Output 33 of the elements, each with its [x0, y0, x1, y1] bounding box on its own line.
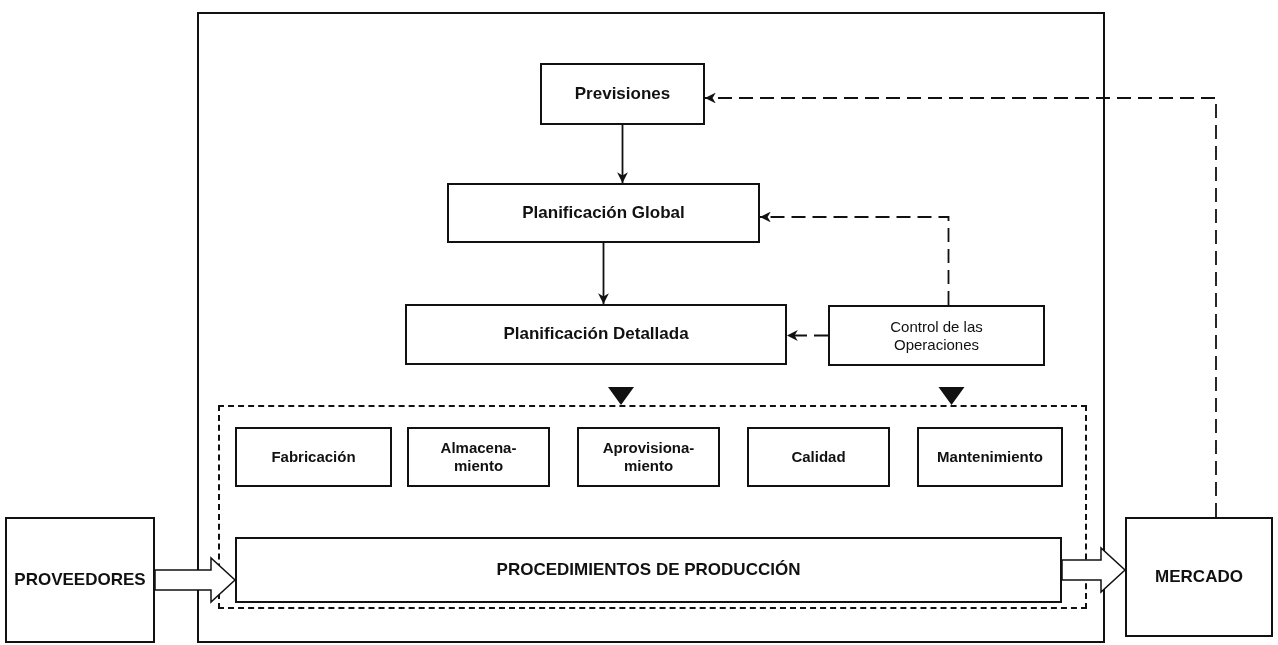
box-label: Planificación Detallada — [502, 324, 690, 345]
box-label: Control de las Operaciones — [889, 317, 984, 354]
process-box — [577, 427, 720, 487]
process-box — [747, 427, 890, 487]
arrow — [598, 242, 609, 305]
arrow — [786, 330, 829, 341]
process-box — [917, 427, 1063, 487]
process-box — [5, 517, 155, 643]
process-box — [235, 427, 392, 487]
box-label: PROCEDIMIENTOS DE PRODUCCIÓN — [495, 559, 802, 581]
arrow — [704, 92, 1217, 518]
arrow — [759, 211, 950, 306]
process-box — [1125, 517, 1273, 637]
box-label: MERCADO — [1154, 566, 1244, 588]
process-box — [405, 304, 787, 365]
frame-box — [197, 12, 1105, 643]
process-box — [235, 537, 1062, 603]
box-label: Mantenimiento — [936, 448, 1044, 466]
box-label: PROVEEDORES — [13, 569, 147, 591]
dashed-group-box — [218, 405, 1087, 609]
box-label: Aprovisiona- miento — [601, 439, 696, 475]
process-box — [828, 305, 1045, 366]
box-label: Previsiones — [573, 83, 672, 105]
block-arrow — [1061, 546, 1127, 594]
arrow — [617, 124, 628, 184]
box-label: Fabricación — [270, 448, 357, 466]
block-arrow — [154, 556, 237, 604]
process-box — [447, 183, 760, 243]
box-label: Almacena- miento — [439, 439, 518, 475]
process-box — [540, 63, 705, 125]
process-box — [407, 427, 550, 487]
box-label: Planificación Global — [521, 202, 686, 224]
box-label: Calidad — [790, 448, 847, 466]
